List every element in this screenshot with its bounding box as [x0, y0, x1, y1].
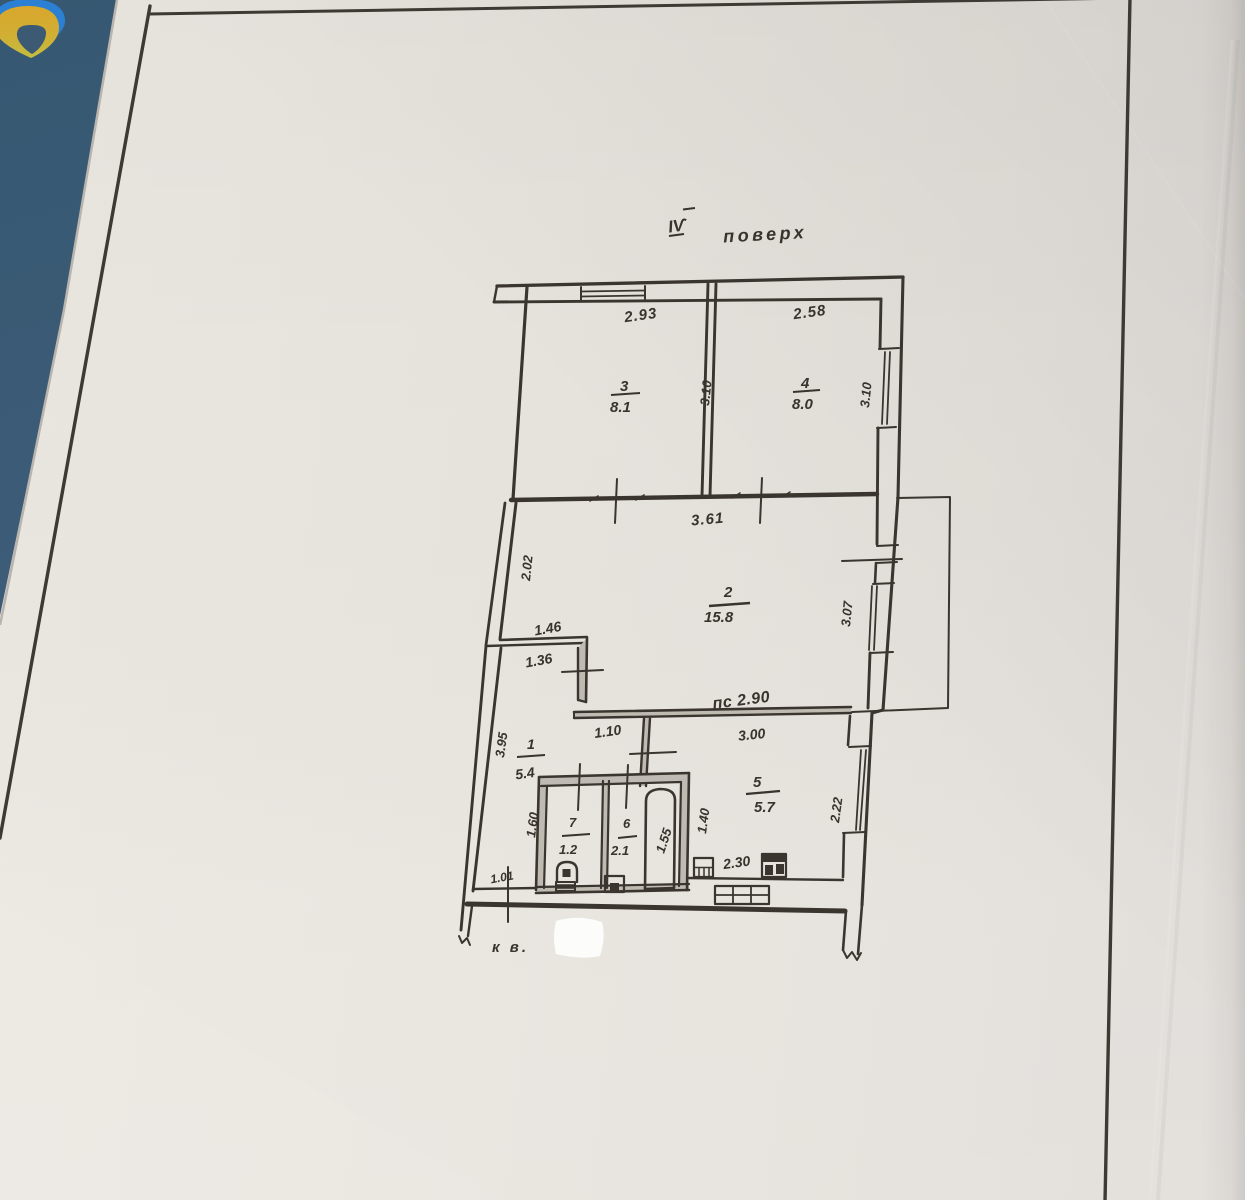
svg-text:1.40: 1.40 [694, 807, 712, 835]
svg-text:15.8: 15.8 [704, 609, 734, 626]
svg-text:1.2: 1.2 [559, 842, 578, 857]
svg-text:3.10: 3.10 [697, 379, 715, 406]
svg-text:5.7: 5.7 [754, 799, 776, 816]
svg-text:4: 4 [800, 375, 810, 392]
svg-text:3.00: 3.00 [737, 725, 766, 744]
svg-text:7: 7 [569, 815, 577, 830]
svg-text:1.01: 1.01 [489, 868, 515, 886]
svg-text:3.10: 3.10 [857, 381, 875, 408]
svg-text:3: 3 [620, 378, 629, 395]
svg-text:2.93: 2.93 [622, 305, 658, 327]
svg-text:2.22: 2.22 [827, 796, 846, 825]
svg-text:1.46: 1.46 [533, 618, 563, 639]
svg-text:1.10: 1.10 [593, 721, 622, 741]
svg-text:1.60: 1.60 [523, 811, 541, 839]
svg-text:2.30: 2.30 [721, 852, 751, 872]
svg-text:3.07: 3.07 [838, 600, 856, 627]
svg-text:2.02: 2.02 [518, 554, 536, 582]
svg-text:пс 2.90: пс 2.90 [712, 689, 771, 713]
svg-text:1.36: 1.36 [524, 650, 554, 671]
svg-text:поверх: поверх [723, 222, 808, 246]
svg-text:1: 1 [527, 736, 535, 752]
svg-text:2: 2 [723, 584, 733, 601]
svg-text:6: 6 [623, 816, 631, 831]
svg-text:ІѴ: ІѴ [667, 215, 689, 237]
svg-text:8.0: 8.0 [792, 396, 814, 413]
svg-text:5.4: 5.4 [514, 764, 536, 783]
svg-text:3.95: 3.95 [492, 731, 510, 759]
svg-text:2.58: 2.58 [791, 302, 827, 324]
svg-text:5: 5 [753, 774, 762, 791]
svg-text:3.61: 3.61 [690, 510, 725, 530]
svg-text:2.1: 2.1 [610, 843, 629, 858]
svg-text:8.1: 8.1 [610, 399, 631, 416]
svg-text:к в.: к в. [492, 939, 529, 956]
